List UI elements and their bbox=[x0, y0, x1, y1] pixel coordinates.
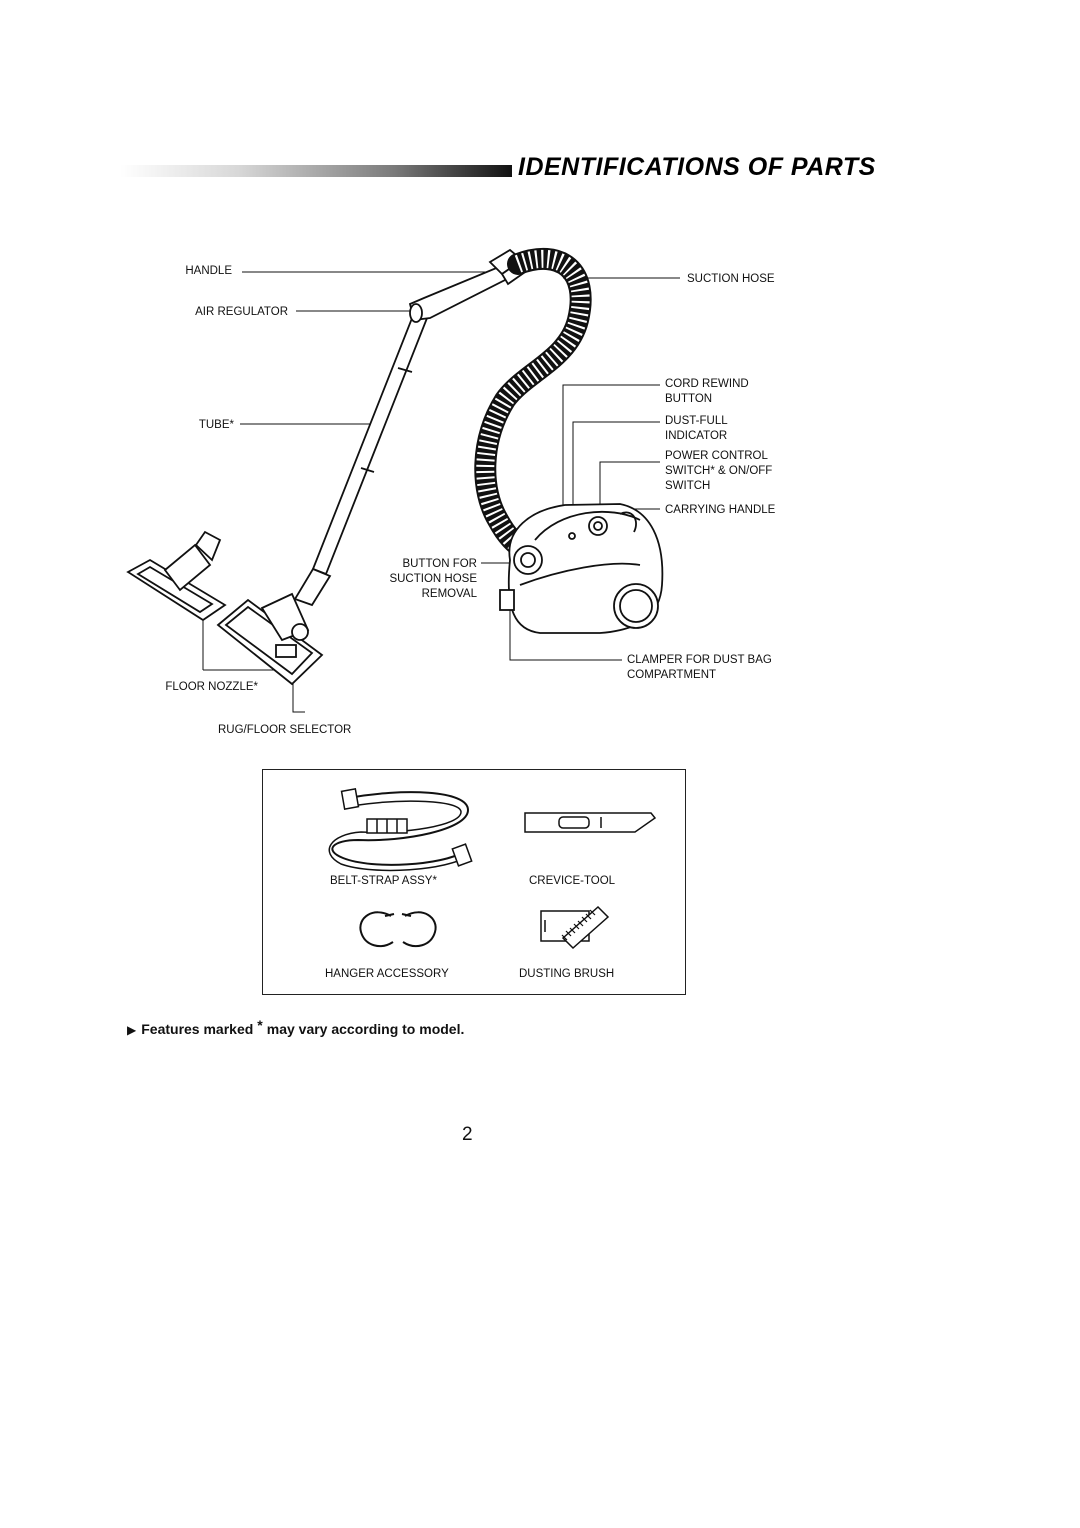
label-power-control: POWER CONTROL SWITCH* & ON/OFF SWITCH bbox=[665, 450, 773, 492]
title-gradient-bar bbox=[120, 165, 512, 177]
label-air-regulator: AIR REGULATOR bbox=[195, 306, 288, 318]
page-number: 2 bbox=[462, 1124, 473, 1145]
label-rug-floor-selector: RUG/FLOOR SELECTOR bbox=[218, 724, 352, 736]
crevice-tool-icon bbox=[524, 812, 657, 833]
label-button-for-removal: BUTTON FOR SUCTION HOSE REMOVAL bbox=[389, 558, 477, 600]
label-hanger-accessory: HANGER ACCESSORY bbox=[325, 968, 449, 980]
label-suction-hose: SUCTION HOSE bbox=[687, 273, 775, 285]
note-text-before: Features marked bbox=[141, 1021, 254, 1037]
dusting-brush-icon bbox=[540, 905, 610, 950]
label-belt-strap: BELT-STRAP ASSY* bbox=[330, 875, 437, 887]
belt-strap-icon bbox=[328, 788, 473, 872]
model-variation-note: ▶ Features marked*may vary according to m… bbox=[127, 1017, 465, 1037]
hanger-accessory-icon bbox=[359, 911, 437, 948]
page-title: IDENTIFICATIONS OF PARTS bbox=[518, 153, 876, 181]
label-floor-nozzle: FLOOR NOZZLE* bbox=[165, 681, 258, 693]
note-asterisk: * bbox=[257, 1017, 263, 1033]
label-clamper: CLAMPER FOR DUST BAG COMPARTMENT bbox=[627, 654, 772, 681]
label-crevice-tool: CREVICE-TOOL bbox=[529, 875, 616, 887]
tube-wand bbox=[293, 248, 530, 607]
label-cord-rewind: CORD REWIND BUTTON bbox=[665, 378, 749, 405]
vacuum-body bbox=[499, 503, 664, 634]
label-handle: HANDLE bbox=[185, 265, 232, 277]
label-dusting-brush: DUSTING BRUSH bbox=[519, 968, 615, 980]
floor-nozzle bbox=[126, 530, 324, 686]
label-carrying-handle: CARRYING HANDLE bbox=[665, 504, 776, 516]
note-text-after: may vary according to model. bbox=[266, 1021, 465, 1037]
label-dust-full: DUST-FULL INDICATOR bbox=[665, 415, 728, 442]
label-tube: TUBE* bbox=[198, 419, 234, 431]
accessories-box: BELT-STRAP ASSY* CREVICE-TOOL HANGER ACC… bbox=[262, 769, 686, 995]
accessories-illustrations bbox=[328, 788, 657, 950]
triangle-arrow-icon: ▶ bbox=[127, 1023, 137, 1037]
